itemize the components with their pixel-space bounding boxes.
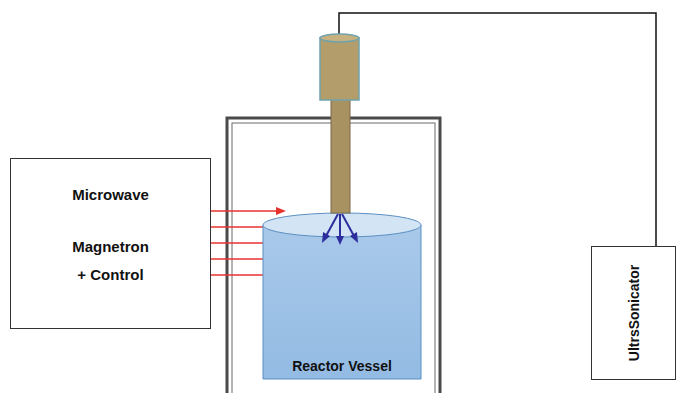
node-label: Magnetron + Control: [72, 233, 149, 289]
signal-wire: [339, 13, 656, 246]
node-label: UltrsSonicator: [626, 265, 642, 361]
source-box: MicrowaveMagnetron + Control: [10, 158, 211, 329]
probe-horn: [331, 98, 350, 213]
node-label: Microwave: [11, 181, 210, 209]
probe-head: [320, 38, 359, 100]
generator-box: UltrsSonicator: [591, 246, 676, 380]
node-label: Reactor Vessel: [262, 358, 422, 374]
probe-head-top: [320, 34, 359, 42]
